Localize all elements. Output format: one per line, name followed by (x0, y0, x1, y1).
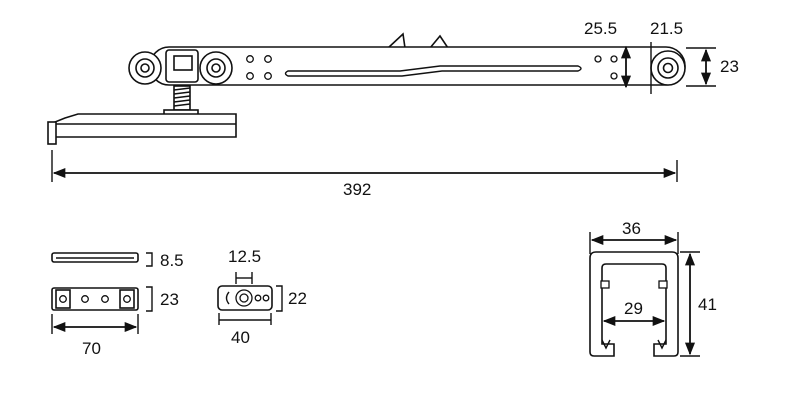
dim-label-wheel-pitch: 25.5 (584, 19, 617, 38)
dim-label-plate-height: 23 (160, 290, 179, 309)
roller-arm-assembly (47, 32, 686, 145)
dim-label-plate-length: 70 (82, 339, 101, 358)
dim-total-length: 392 (51, 150, 678, 199)
dim-wheel-pitch: 25.5 (584, 19, 632, 89)
dim-label-clip-height: 22 (288, 289, 307, 308)
mounting-plate-front-view: 23 70 (51, 286, 179, 358)
dim-roller-height: 23 (686, 47, 739, 87)
dim-label-total-length: 392 (343, 180, 371, 199)
dim-label-plate-thickness: 8.5 (160, 251, 184, 270)
dim-label-rail-inner-width: 29 (624, 299, 643, 318)
dim-label-clip-length: 40 (231, 328, 250, 347)
dim-label-wheel-diameter: 21.5 (650, 19, 683, 38)
dim-label-rail-outer-width: 36 (622, 219, 641, 238)
dim-label-roller-height: 23 (720, 57, 739, 76)
clip-part: 12.5 22 40 (217, 247, 307, 347)
rail-profile: 36 29 41 (589, 219, 717, 357)
dim-wheel-diameter: 21.5 (650, 19, 683, 94)
dim-label-rail-height: 41 (698, 295, 717, 314)
mounting-plate-top-view: 8.5 (51, 251, 184, 270)
dim-label-clip-hole: 12.5 (228, 247, 261, 266)
